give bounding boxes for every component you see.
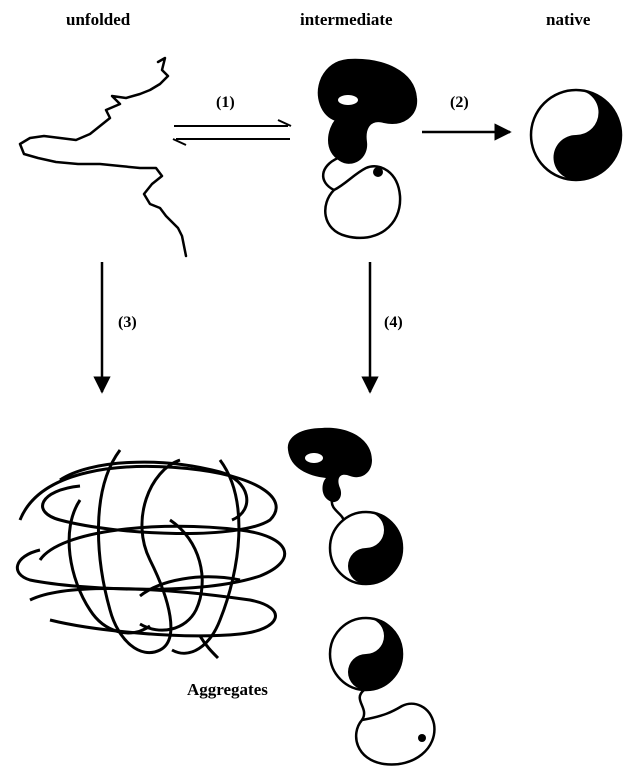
native-black-half — [553, 90, 621, 180]
intermediate-white-half — [324, 165, 402, 240]
intermediate-linker — [322, 156, 339, 192]
unfolded-chain — [18, 56, 188, 258]
step-1-reverse-arrowhead — [172, 138, 187, 146]
intermediate-black-eye — [373, 167, 383, 177]
native-white-eye — [566, 107, 586, 117]
step-2-label: (2) — [450, 94, 469, 111]
intermediate-state — [317, 58, 418, 240]
tangled-aggregate — [15, 449, 286, 660]
native-label: native — [546, 10, 591, 29]
step-4-label: (4) — [384, 314, 403, 331]
step-1-label: (1) — [216, 94, 235, 111]
native-black-eye — [573, 153, 583, 163]
step-3-label: (3) — [118, 314, 137, 331]
intermediate-label: intermediate — [300, 10, 393, 29]
step-1-forward-arrowhead — [277, 119, 292, 127]
aggregates-label: Aggregates — [187, 680, 268, 699]
native-state — [529, 88, 623, 182]
intermediate-white-eye — [338, 95, 358, 105]
intermediate-black-half — [317, 58, 418, 164]
aggregated-intermediates — [287, 427, 436, 766]
unfolded-label: unfolded — [66, 10, 131, 29]
